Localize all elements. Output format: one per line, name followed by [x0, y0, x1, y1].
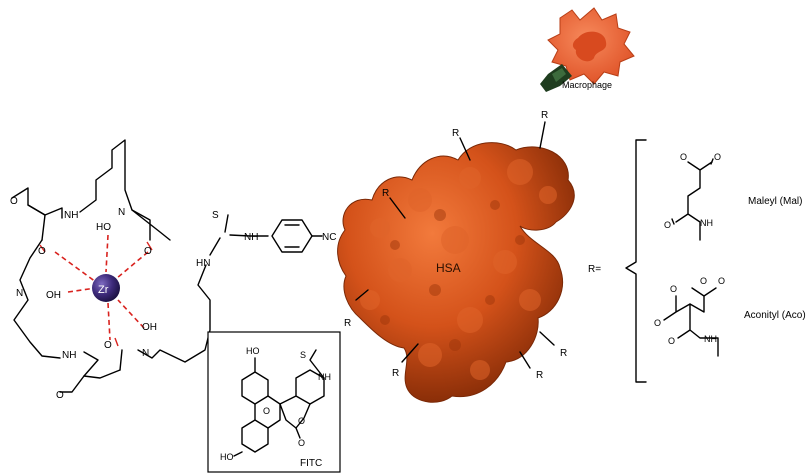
atom-n: N: [118, 207, 125, 218]
fitc-label: FITC: [300, 458, 322, 469]
atom-o: O: [38, 246, 46, 257]
atom-o: O: [664, 220, 671, 230]
aconityl-label: Aconityl (Aco): [744, 310, 806, 321]
r-label: R: [392, 368, 399, 379]
r-label: R: [344, 318, 351, 329]
atom-n: N: [16, 288, 23, 299]
atom-o: O: [298, 438, 305, 448]
aconityl-structure: O O O O O NH Aconityl (Aco): [654, 276, 806, 357]
fitc-box: HO HO O O O S NH FITC: [207, 331, 341, 473]
zr-chelate: Zr O NH HO N O O N OH OH O N NH O HN S N…: [10, 139, 269, 401]
atom-s: S: [212, 210, 219, 221]
macrophage-label: Macrophage: [562, 80, 612, 90]
atom-ho: HO: [246, 346, 260, 356]
atom-nh: NH: [64, 210, 78, 221]
atom-o: O: [263, 406, 270, 416]
atom-o: O: [298, 416, 305, 426]
r-label: R: [560, 348, 567, 359]
atom-o: O: [718, 276, 725, 286]
maleyl-label: Maleyl (Mal): [748, 196, 802, 207]
atom-s: S: [300, 350, 306, 360]
curly-brace: [625, 139, 647, 383]
atom-o: O: [714, 152, 721, 162]
r-label: R: [541, 110, 548, 121]
r-definition: R= O O O NH Maleyl (Mal) O O O O O NH Ac…: [588, 139, 806, 383]
maleyl-structure: O O O NH Maleyl (Mal): [664, 152, 802, 241]
atom-nh: NH: [244, 232, 258, 243]
atom-nh: NH: [318, 372, 331, 382]
zirconium-atom: [92, 274, 120, 302]
r-label: R: [452, 128, 459, 139]
atom-o: O: [56, 390, 64, 401]
atom-nh: NH: [704, 334, 717, 344]
atom-nh: NH: [62, 350, 76, 361]
phenyl-linker: NC: [271, 219, 336, 253]
atom-o: O: [144, 246, 152, 257]
atom-o: O: [668, 336, 675, 346]
atom-nc: NC: [322, 232, 336, 243]
atom-o: O: [700, 276, 707, 286]
atom-nh: NH: [700, 218, 713, 228]
macrophage-nucleus: [572, 31, 607, 62]
atom-o: O: [670, 284, 677, 294]
atom-hn: HN: [196, 258, 210, 269]
atom-ho: HO: [96, 222, 111, 233]
r-equals-label: R=: [588, 264, 601, 275]
hsa-protein: HSA R R R R R R R: [337, 110, 575, 403]
atom-oh: OH: [142, 322, 157, 333]
macrophage: Macrophage: [540, 7, 635, 92]
hsa-label: HSA: [436, 261, 461, 275]
atom-ho: HO: [220, 452, 234, 462]
atom-oh: OH: [46, 290, 61, 301]
r-label: R: [382, 188, 389, 199]
atom-n: N: [142, 348, 149, 359]
atom-o: O: [654, 318, 661, 328]
atom-o: O: [10, 196, 18, 207]
atom-o: O: [680, 152, 687, 162]
atom-o: O: [104, 340, 112, 351]
r-label: R: [536, 370, 543, 381]
zr-label: Zr: [98, 284, 109, 296]
